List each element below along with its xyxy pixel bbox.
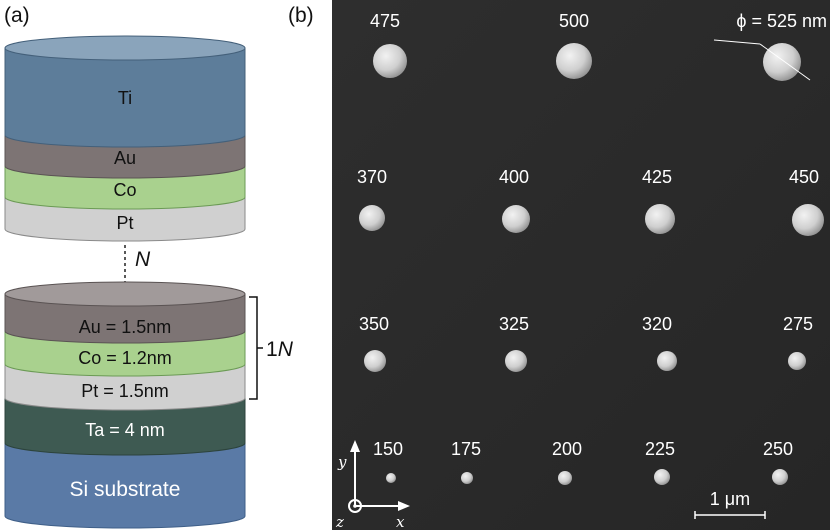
nanodot-400 xyxy=(502,205,530,233)
scale-bar: 1 μm xyxy=(694,489,766,519)
x-axis-label: x xyxy=(396,513,405,530)
nanodot-350 xyxy=(364,350,386,372)
pt-thickness-label: Pt = 1.5nm xyxy=(81,381,169,401)
nanodot-250 xyxy=(772,469,788,485)
diameter-label-475: 475 xyxy=(370,11,400,31)
diameter-label-175: 175 xyxy=(451,439,481,459)
si-substrate-layer xyxy=(4,442,246,529)
top-co-label: Co xyxy=(113,180,136,200)
panel-a-label: (a) xyxy=(4,4,30,27)
top-stack: Ti Au Co Pt xyxy=(4,35,246,242)
diameter-indicator-line-2 xyxy=(759,43,811,81)
scale-bar-label: 1 μm xyxy=(710,489,750,509)
nanodot-370 xyxy=(359,205,385,231)
top-pt-label: Pt xyxy=(116,213,133,233)
co-layer xyxy=(4,330,246,377)
repeat-bracket xyxy=(249,296,263,400)
diameter-label-425: 425 xyxy=(642,167,672,187)
top-pt-layer xyxy=(4,196,246,242)
diameter-label-320: 320 xyxy=(642,314,672,334)
panel-b-label: (b) xyxy=(288,4,314,27)
sem-image xyxy=(332,0,830,530)
repeat-n-label: N xyxy=(135,248,151,271)
repeat-unit-label: 1N xyxy=(266,338,294,361)
top-au-label: Au xyxy=(114,148,136,168)
top-ti-layer xyxy=(4,47,246,148)
x-arrowhead-icon xyxy=(398,501,410,511)
panel-b: (b) 475 500 ϕ = 525 nm 370 400 425 450 3… xyxy=(288,0,830,530)
diameter-label-325: 325 xyxy=(499,314,529,334)
au-layer xyxy=(4,293,246,344)
diameter-label-400: 400 xyxy=(499,167,529,187)
diameter-label-370: 370 xyxy=(357,167,387,187)
nanodot-325 xyxy=(505,350,527,372)
nanodot-150 xyxy=(386,473,396,483)
bottom-stack: Au = 1.5nm Co = 1.2nm Pt = 1.5nm Ta = 4 … xyxy=(4,281,246,529)
y-arrowhead-icon xyxy=(350,440,360,452)
z-axis-dot xyxy=(353,504,357,508)
nanodot-175 xyxy=(461,472,473,484)
diameter-label-225: 225 xyxy=(645,439,675,459)
nanodot-450 xyxy=(792,204,824,236)
z-axis-label: z xyxy=(335,513,344,530)
sem-row-1: 475 500 ϕ = 525 nm xyxy=(370,11,827,81)
si-substrate-label: Si substrate xyxy=(70,478,181,501)
sem-row-4: 150 175 200 225 250 xyxy=(373,439,793,485)
diameter-label-350: 350 xyxy=(359,314,389,334)
nanodot-475 xyxy=(373,44,407,78)
sem-row-2: 370 400 425 450 xyxy=(357,167,824,236)
diameter-label-525: ϕ = 525 nm xyxy=(736,11,827,31)
bottom-cap xyxy=(4,281,246,307)
diameter-label-500: 500 xyxy=(559,11,589,31)
nanodot-525 xyxy=(763,43,801,81)
diameter-label-150: 150 xyxy=(373,439,403,459)
y-axis-label: y xyxy=(337,453,347,471)
sem-row-3: 350 325 320 275 xyxy=(359,314,813,372)
diameter-indicator-line xyxy=(713,39,761,45)
nanodot-200 xyxy=(558,471,572,485)
coordinate-axes: y x z xyxy=(335,440,410,530)
top-cap xyxy=(4,35,246,61)
pt-layer xyxy=(4,363,246,411)
top-ti-label: Ti xyxy=(118,88,132,108)
ta-layer xyxy=(4,397,246,456)
nanodot-275 xyxy=(788,352,806,370)
diameter-label-200: 200 xyxy=(552,439,582,459)
diameter-label-450: 450 xyxy=(789,167,819,187)
nanodot-500 xyxy=(556,43,592,79)
nanodot-425 xyxy=(645,204,675,234)
co-thickness-label: Co = 1.2nm xyxy=(78,348,172,368)
ta-thickness-label: Ta = 4 nm xyxy=(85,420,165,440)
diameter-label-250: 250 xyxy=(763,439,793,459)
nanodot-225 xyxy=(654,469,670,485)
au-thickness-label: Au = 1.5nm xyxy=(79,317,172,337)
diameter-label-275: 275 xyxy=(783,314,813,334)
panel-a: (a) Ti Au Co Pt N xyxy=(4,4,294,529)
z-axis-out-icon xyxy=(348,499,362,513)
nanodot-320 xyxy=(657,351,677,371)
